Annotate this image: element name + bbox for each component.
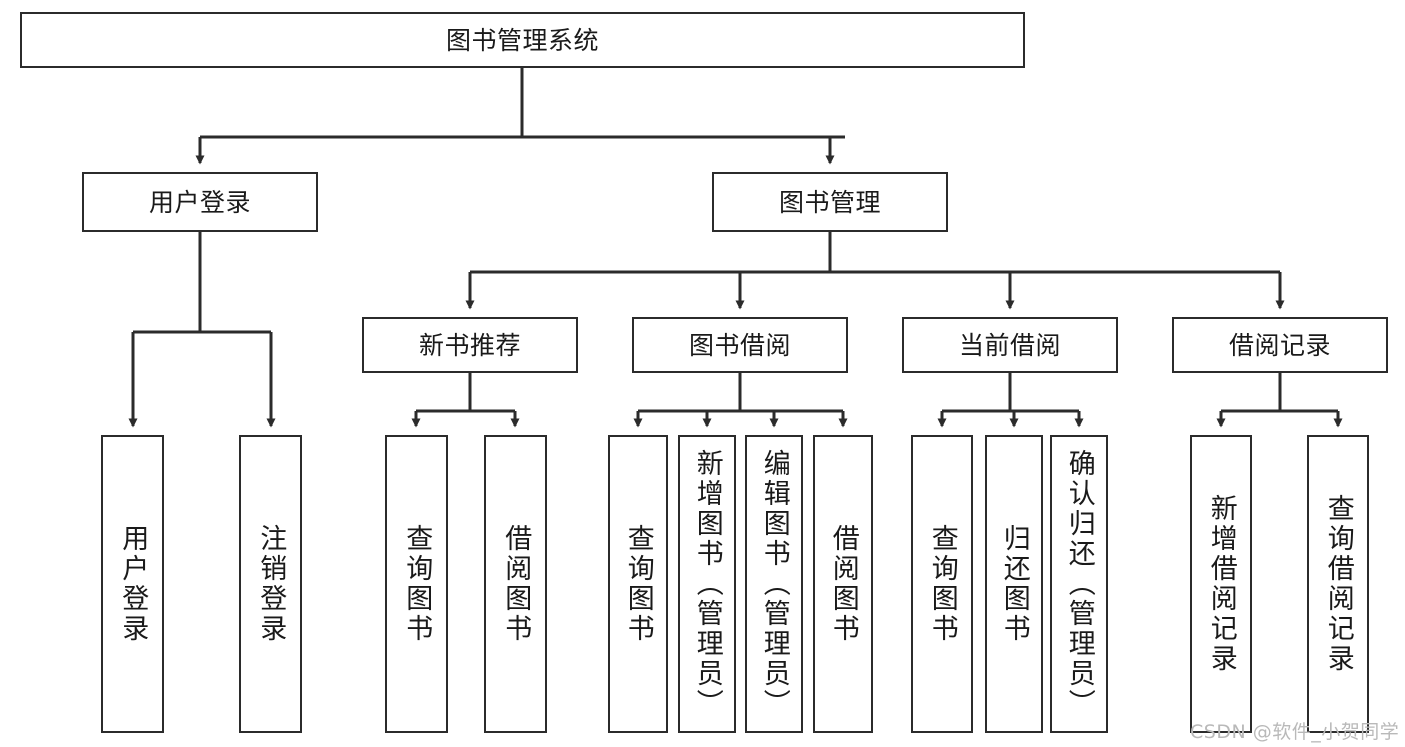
node-label: 查询图书 — [401, 524, 433, 644]
node-label: 确认归还（管理员） — [1063, 449, 1095, 719]
node-borrow-records[interactable]: 借阅记录 — [1172, 317, 1388, 373]
node-label: 用户登录 — [117, 524, 149, 644]
node-leaf-query-borrow-record[interactable]: 查询借阅记录 — [1307, 435, 1369, 733]
node-label: 用户登录 — [148, 187, 251, 217]
node-label: 图书借阅 — [688, 330, 791, 360]
node-root-system[interactable]: 图书管理系统 — [20, 12, 1025, 68]
node-book-management[interactable]: 图书管理 — [712, 172, 948, 232]
node-label: 新书推荐 — [418, 330, 521, 360]
node-label: 查询借阅记录 — [1322, 494, 1354, 674]
node-leaf-edit-book-admin[interactable]: 编辑图书（管理员） — [745, 435, 803, 733]
node-label: 查询图书 — [926, 524, 958, 644]
node-label: 新增借阅记录 — [1205, 494, 1237, 674]
node-label: 借阅图书 — [500, 524, 532, 644]
node-leaf-query-book-current[interactable]: 查询图书 — [911, 435, 973, 733]
node-leaf-add-book-admin[interactable]: 新增图书（管理员） — [678, 435, 736, 733]
node-new-book-recommend[interactable]: 新书推荐 — [362, 317, 578, 373]
node-leaf-confirm-return-admin[interactable]: 确认归还（管理员） — [1050, 435, 1108, 733]
node-user-login[interactable]: 用户登录 — [82, 172, 318, 232]
node-label: 借阅记录 — [1228, 330, 1331, 360]
node-leaf-lend-book[interactable]: 借阅图书 — [813, 435, 873, 733]
node-label: 编辑图书（管理员） — [758, 449, 790, 719]
node-leaf-add-borrow-record[interactable]: 新增借阅记录 — [1190, 435, 1252, 733]
node-book-borrow[interactable]: 图书借阅 — [632, 317, 848, 373]
node-label: 查询图书 — [622, 524, 654, 644]
node-label: 新增图书（管理员） — [691, 449, 723, 719]
node-leaf-logout[interactable]: 注销登录 — [239, 435, 302, 733]
node-leaf-query-book-borrow[interactable]: 查询图书 — [608, 435, 668, 733]
node-label: 当前借阅 — [958, 330, 1061, 360]
node-leaf-borrow-book-new[interactable]: 借阅图书 — [484, 435, 547, 733]
node-label: 借阅图书 — [827, 524, 859, 644]
node-current-borrow[interactable]: 当前借阅 — [902, 317, 1118, 373]
node-label: 图书管理 — [778, 187, 881, 217]
node-leaf-return-book[interactable]: 归还图书 — [985, 435, 1043, 733]
node-leaf-user-login[interactable]: 用户登录 — [101, 435, 164, 733]
node-label: 归还图书 — [998, 524, 1030, 644]
node-label: 图书管理系统 — [445, 25, 599, 55]
node-leaf-query-book-new[interactable]: 查询图书 — [385, 435, 448, 733]
node-label: 注销登录 — [255, 524, 287, 644]
